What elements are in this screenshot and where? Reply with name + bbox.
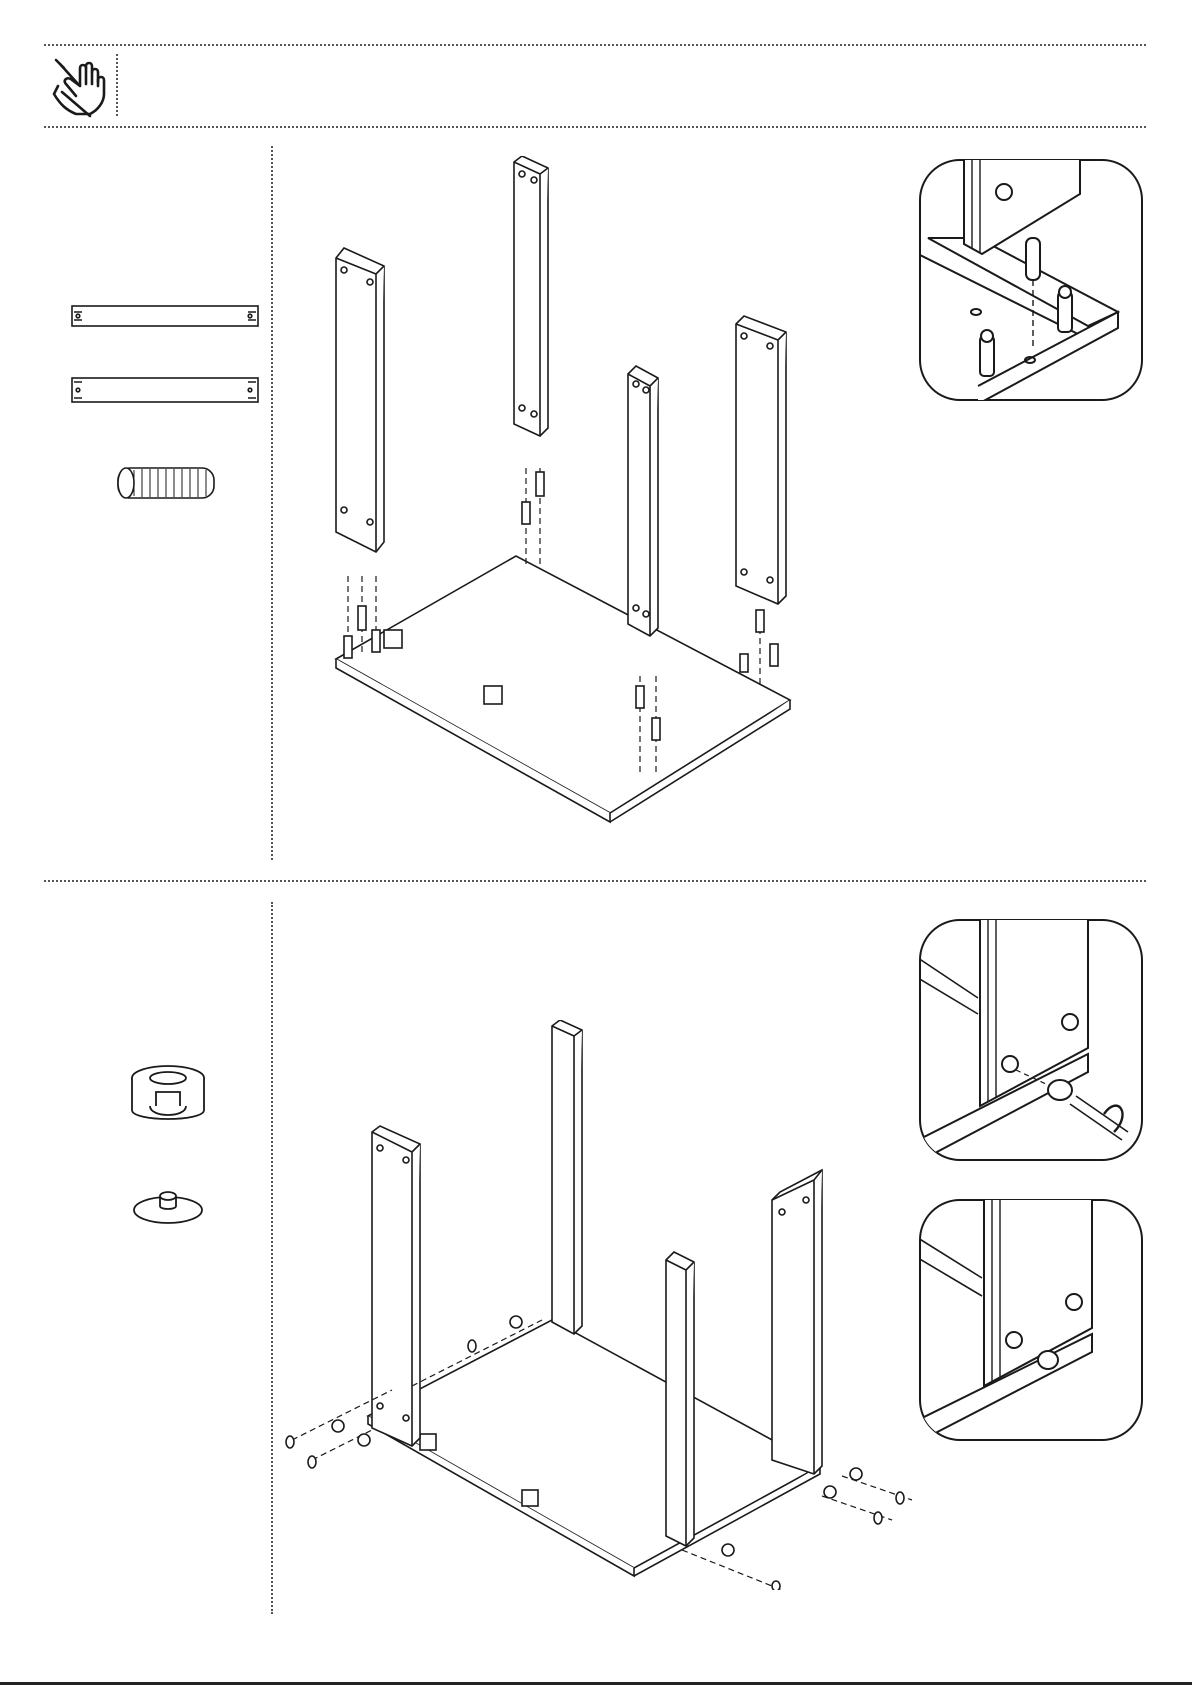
- step1-parts-panel: [60, 290, 270, 530]
- header-top-divider: [44, 44, 1146, 46]
- cam-cover-cap-icon: [134, 1192, 202, 1223]
- upright-4: [736, 316, 786, 604]
- header-vertical-divider: [116, 54, 118, 116]
- step2-parts-divider: [271, 902, 273, 1614]
- base-bracket-1: [384, 630, 402, 648]
- base-bracket-1: [420, 1434, 436, 1450]
- upright-1: [336, 248, 384, 552]
- upright-right: [772, 1170, 822, 1474]
- step2-main-view: [282, 1020, 922, 1590]
- step2-cam-cap-detail: [918, 1198, 1144, 1442]
- hand-tool-icon: [50, 56, 110, 118]
- base-bracket-2: [484, 686, 502, 704]
- base-bracket-2: [522, 1490, 538, 1506]
- step2-parts-panel: [126, 1062, 216, 1232]
- cam-lock-fitting-icon: [132, 1066, 204, 1119]
- step1-parts-divider: [271, 146, 273, 860]
- upright-3: [628, 366, 658, 636]
- upright-2: [514, 156, 548, 436]
- step1-dowel-detail: [918, 158, 1144, 402]
- base-panel: [336, 556, 790, 822]
- step2-cam-tighten-detail: [918, 918, 1144, 1162]
- header-bottom-divider: [44, 126, 1146, 128]
- short-rail: [72, 306, 258, 326]
- long-rail: [72, 378, 258, 402]
- upright-back: [552, 1020, 582, 1334]
- wooden-dowel-icon: [118, 468, 214, 498]
- step1-main-view: [330, 156, 800, 826]
- upright-left: [372, 1126, 420, 1446]
- upright-front: [666, 1252, 694, 1546]
- step2-top-divider: [44, 880, 1146, 882]
